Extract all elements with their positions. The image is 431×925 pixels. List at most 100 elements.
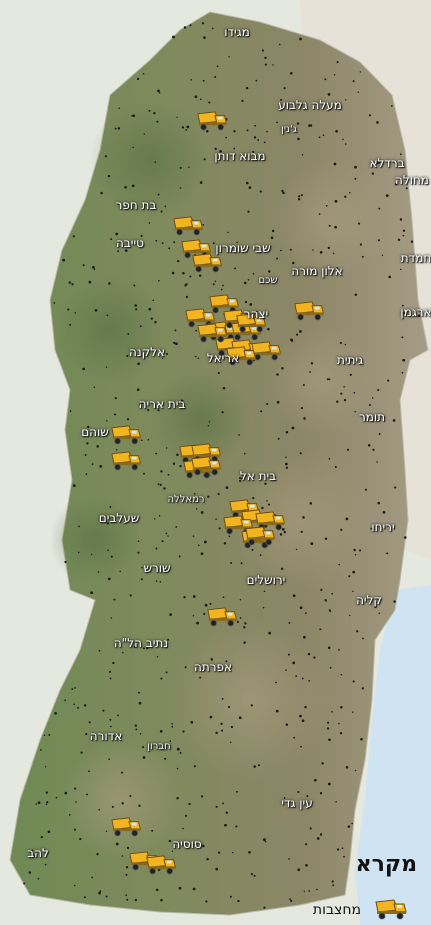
- settlement-dot: [159, 483, 162, 486]
- settlement-dot: [139, 733, 142, 735]
- settlement-dot: [340, 673, 343, 676]
- settlement-dot: [186, 125, 190, 129]
- settlement-dot: [268, 270, 271, 273]
- settlement-dot: [46, 801, 49, 804]
- place-label-netiv-halamed-he: נתיב הל"ה: [113, 636, 169, 650]
- settlement-dot: [121, 855, 124, 857]
- settlement-dot: [394, 486, 397, 489]
- settlement-dot: [156, 656, 159, 658]
- settlement-dot: [197, 544, 200, 547]
- settlement-dot: [252, 150, 255, 153]
- settlement-dot: [99, 890, 102, 893]
- settlement-dot: [54, 711, 57, 715]
- settlement-dot: [310, 542, 314, 545]
- dump-truck-icon[interactable]: [255, 511, 286, 531]
- dump-truck-icon[interactable]: [207, 607, 238, 627]
- settlement-dot: [297, 868, 301, 872]
- settlement-dot: [352, 570, 356, 574]
- settlement-dot: [236, 241, 238, 244]
- settlement-dot: [340, 528, 343, 532]
- settlement-dot: [93, 386, 96, 388]
- settlement-dot: [158, 91, 161, 94]
- settlement-dot: [77, 706, 79, 709]
- settlement-dot: [165, 671, 168, 674]
- settlement-dot: [291, 339, 294, 342]
- settlement-dot: [199, 181, 203, 184]
- settlement-dot: [264, 56, 267, 60]
- dump-truck-icon[interactable]: [197, 111, 228, 131]
- dump-truck-icon[interactable]: [251, 341, 282, 361]
- legend-title: מקרא: [355, 852, 417, 877]
- settlement-dot: [266, 130, 268, 133]
- dump-truck-icon[interactable]: [236, 313, 267, 333]
- settlement-dot: [290, 899, 293, 902]
- dump-truck-icon[interactable]: [192, 253, 223, 273]
- settlement-dot: [211, 27, 214, 30]
- settlement-dot: [221, 729, 224, 732]
- settlement-dot: [368, 404, 371, 406]
- dump-truck-icon[interactable]: [245, 526, 276, 546]
- settlement-dot: [300, 745, 302, 748]
- settlement-dot: [219, 150, 222, 153]
- settlement-dot: [108, 758, 111, 761]
- settlement-dot: [96, 445, 99, 448]
- dump-truck-icon[interactable]: [111, 451, 142, 471]
- place-label-tomer: תומר: [358, 410, 386, 424]
- settlement-dot: [126, 354, 129, 358]
- settlement-dot: [98, 808, 101, 811]
- settlement-dot: [164, 205, 167, 208]
- settlement-dot: [88, 770, 90, 773]
- settlement-dot: [163, 487, 166, 490]
- settlement-dot: [360, 738, 363, 741]
- settlement-dot: [197, 357, 200, 360]
- settlement-dot: [332, 252, 335, 255]
- settlement-dot: [154, 518, 156, 520]
- settlement-dot: [216, 65, 219, 68]
- dump-truck-icon[interactable]: [294, 301, 325, 321]
- settlement-dot: [188, 166, 190, 168]
- settlement-dot: [303, 890, 305, 892]
- settlement-dot: [86, 793, 88, 796]
- settlement-dot: [160, 210, 163, 213]
- settlement-dot: [336, 267, 339, 270]
- settlement-dot: [172, 462, 176, 465]
- settlement-dot: [125, 873, 128, 876]
- settlement-dot: [238, 434, 240, 436]
- dump-truck-icon[interactable]: [226, 346, 257, 366]
- settlement-dot: [107, 549, 109, 551]
- settlement-dot: [90, 591, 94, 595]
- dump-truck-icon[interactable]: [197, 323, 228, 343]
- settlement-dot: [338, 563, 340, 566]
- settlement-dot: [178, 886, 182, 890]
- settlement-dot: [98, 649, 101, 652]
- dump-truck-icon[interactable]: [146, 855, 177, 875]
- dump-truck-icon[interactable]: [111, 817, 142, 837]
- settlement-dot: [215, 731, 218, 735]
- settlement-dot: [336, 61, 339, 64]
- settlement-dot: [154, 321, 157, 324]
- settlement-dot: [207, 425, 209, 427]
- settlement-dot: [270, 236, 274, 240]
- settlement-dot: [371, 172, 375, 175]
- settlement-dot: [300, 194, 303, 197]
- settlement-dot: [195, 508, 198, 510]
- settlement-dot: [292, 661, 296, 665]
- settlement-dot: [322, 134, 325, 136]
- settlement-dot: [64, 560, 67, 564]
- dump-truck-icon[interactable]: [181, 239, 212, 259]
- settlement-dot: [377, 501, 380, 505]
- settlement-dot: [194, 355, 197, 358]
- settlement-dot: [132, 146, 134, 149]
- settlement-dot: [173, 241, 176, 244]
- settlement-dot: [192, 535, 195, 537]
- settlement-dot: [402, 312, 405, 315]
- settlement-dot: [354, 411, 356, 413]
- dump-truck-icon[interactable]: [173, 216, 204, 236]
- dump-truck-icon[interactable]: [191, 456, 222, 476]
- dump-truck-icon[interactable]: [375, 899, 407, 920]
- dump-truck-icon[interactable]: [111, 425, 142, 445]
- settlement-dot: [332, 884, 335, 887]
- settlement-dot: [71, 283, 74, 286]
- settlement-dot: [114, 127, 117, 130]
